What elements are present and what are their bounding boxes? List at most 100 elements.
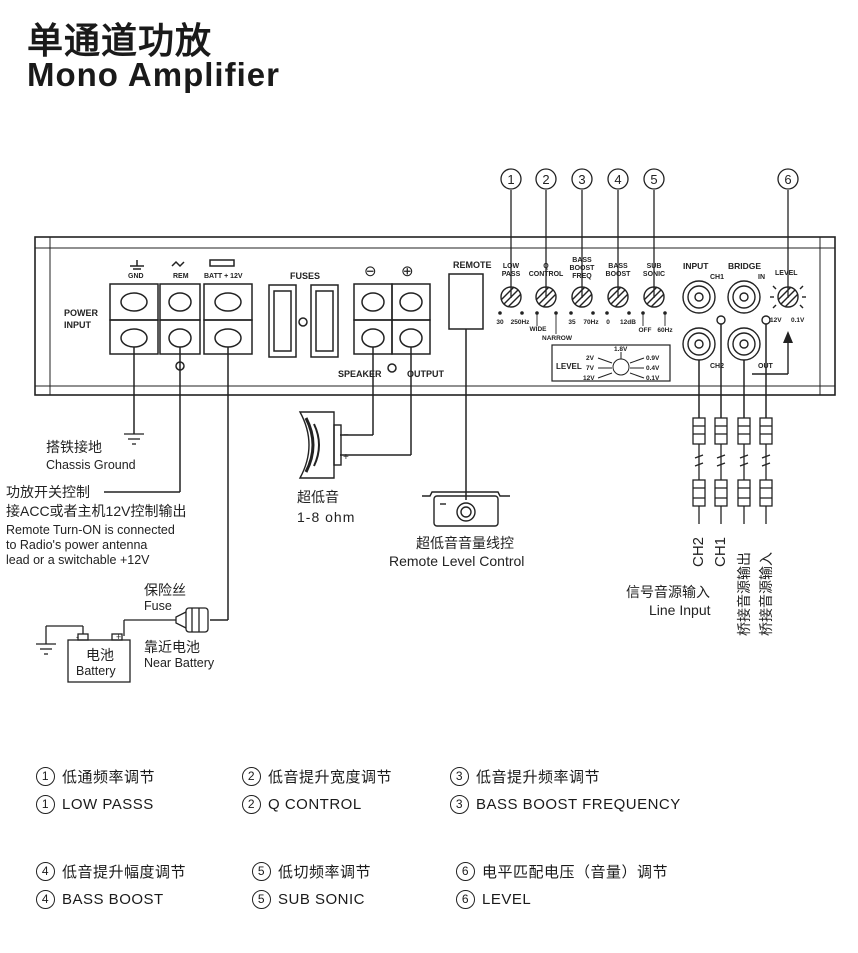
callout-3: 3	[578, 172, 585, 187]
low-pass-max: 250Hz	[511, 319, 531, 326]
q-wide: WIDE	[530, 326, 548, 333]
legend-num-3b: 3	[450, 795, 469, 814]
remote-level-control-icon	[422, 491, 510, 527]
callout-4: 4	[614, 172, 621, 187]
level-left-2: 7V	[586, 365, 595, 372]
remote-port-label: REMOTE	[453, 260, 492, 270]
sub-sonic-min: OFF	[639, 327, 652, 334]
legend-text: 低音提升宽度调节	[268, 769, 393, 786]
legend-num-3a: 3	[450, 767, 469, 786]
input-label: INPUT	[683, 261, 709, 271]
legend-text: LEVEL	[482, 891, 532, 908]
low-pass-knob	[500, 286, 522, 308]
bass-boost-label-2: BOOST	[606, 271, 632, 278]
legend-num-1b: 1	[36, 795, 55, 814]
rca-plug-bridge-out	[737, 417, 751, 524]
battery-symbol-icon	[209, 259, 235, 267]
fuses-label: FUSES	[290, 271, 320, 281]
level-left-1: 2V	[586, 355, 595, 362]
callout-5: 5	[650, 172, 657, 187]
page-title-cn: 单通道功放	[27, 21, 213, 62]
subwoofer-icon: − +	[298, 411, 349, 479]
subwoofer-cn: 超低音	[297, 489, 339, 505]
line-input-cn: 信号音源输入	[626, 584, 710, 600]
legend-num-5b: 5	[252, 890, 271, 909]
legend-item-3-en: 3 BASS BOOST FREQUENCY	[450, 795, 681, 814]
fuse-cn: 保险丝	[144, 582, 186, 598]
callout-2: 2	[542, 172, 549, 187]
svg-text:-: -	[76, 632, 79, 642]
speaker-plus-symbol: ⊕	[401, 263, 414, 280]
callout-6: 6	[784, 172, 791, 187]
near-battery-en: Near Battery	[144, 656, 215, 670]
remote-turn-on-en-1: Remote Turn-ON is connected	[6, 523, 175, 537]
remote-turn-on-en-2: to Radio's power antenna	[6, 538, 147, 552]
sub-sonic-label-1: SUB	[647, 263, 662, 270]
power-input-block: POWER INPUT GND REM BATT + 12V	[64, 259, 253, 371]
low-pass-label-1: LOW	[503, 263, 520, 270]
legend-num-2b: 2	[242, 795, 261, 814]
inline-fuse-holder-icon	[123, 607, 209, 636]
level-knob-label: LEVEL	[775, 270, 798, 277]
output-label: OUTPUT	[407, 369, 445, 379]
legend-text: LOW PASSS	[62, 796, 154, 813]
remote-level-en: Remote Level Control	[389, 553, 524, 569]
callout-1: 1	[507, 172, 514, 187]
rca-plug-ch2	[692, 417, 706, 524]
chassis-ground-cn: 搭铁接地	[46, 439, 102, 455]
bbf-label-3: FREQ	[572, 273, 592, 280]
q-control-label-2: CONTROL	[529, 271, 564, 278]
speaker-label: SPEAKER	[338, 369, 382, 379]
rem-label: REM	[173, 273, 189, 280]
switch-symbol-icon	[171, 260, 185, 268]
battery-cn: 电池	[86, 647, 114, 663]
legend-item-1-en: 1 LOW PASSS	[36, 795, 154, 814]
input-ch2-label: CH2	[710, 363, 724, 370]
bbf-label-1: BASS	[572, 257, 592, 264]
sub-sonic-label-2: SONIC	[643, 271, 665, 278]
remote-turn-on-cn1: 功放开关控制	[6, 484, 90, 500]
legend-text: 电平匹配电压（音量）调节	[482, 864, 669, 881]
legend-item-3-cn: 3 低音提升频率调节	[450, 766, 600, 787]
page-title-en: Mono Amplifier	[27, 56, 280, 93]
annotation-text: 搭铁接地 Chassis Ground 功放开关控制 接ACC或者主机12V控制…	[6, 439, 774, 678]
fuse-block: FUSES	[268, 271, 339, 358]
remote-turn-on-en-3: lead or a switchable +12V	[6, 553, 150, 567]
svg-text:+: +	[343, 452, 349, 463]
rca-jacks: INPUT CH1 CH2 BRIDGE IN OUT	[682, 261, 774, 370]
remote-level-cn: 超低音音量线控	[416, 535, 514, 551]
legend-text: BASS BOOST FREQUENCY	[476, 796, 681, 813]
rca-label-ch2: CH2	[690, 537, 707, 567]
level-knob: LEVEL 12V 0.1V	[752, 270, 806, 375]
level-right-3: 0.1V	[646, 375, 660, 382]
level-left-3: 12V	[583, 375, 595, 382]
low-pass-min: 30	[496, 319, 504, 326]
battery-en: Battery	[76, 664, 116, 678]
level-knob-max: 0.1V	[791, 317, 805, 324]
power-input-label-2: INPUT	[64, 320, 92, 330]
control-knobs: LOW PASS Q CONTROL BASS BOOST FREQ BASS …	[496, 257, 673, 342]
legend-num-5a: 5	[252, 862, 271, 881]
legend-num-1a: 1	[36, 767, 55, 786]
sub-sonic-knob	[643, 286, 665, 308]
legend-num-6b: 6	[456, 890, 475, 909]
level-top: 1.8V	[614, 346, 628, 353]
rca-label-ch1: CH1	[712, 537, 729, 567]
chassis-ground-icon	[124, 433, 144, 445]
sub-sonic-max: 60Hz	[657, 327, 673, 334]
legend-text: 低音提升频率调节	[476, 769, 601, 786]
bbf-label-2: BOOST	[570, 265, 596, 272]
legend-item-6-en: 6 LEVEL	[456, 890, 531, 909]
rca-cables	[692, 417, 773, 524]
legend-num-2a: 2	[242, 767, 261, 786]
rca-plug-ch1	[714, 417, 728, 524]
near-battery-cn: 靠近电池	[144, 639, 200, 655]
level-right-1: 0.9V	[646, 355, 660, 362]
